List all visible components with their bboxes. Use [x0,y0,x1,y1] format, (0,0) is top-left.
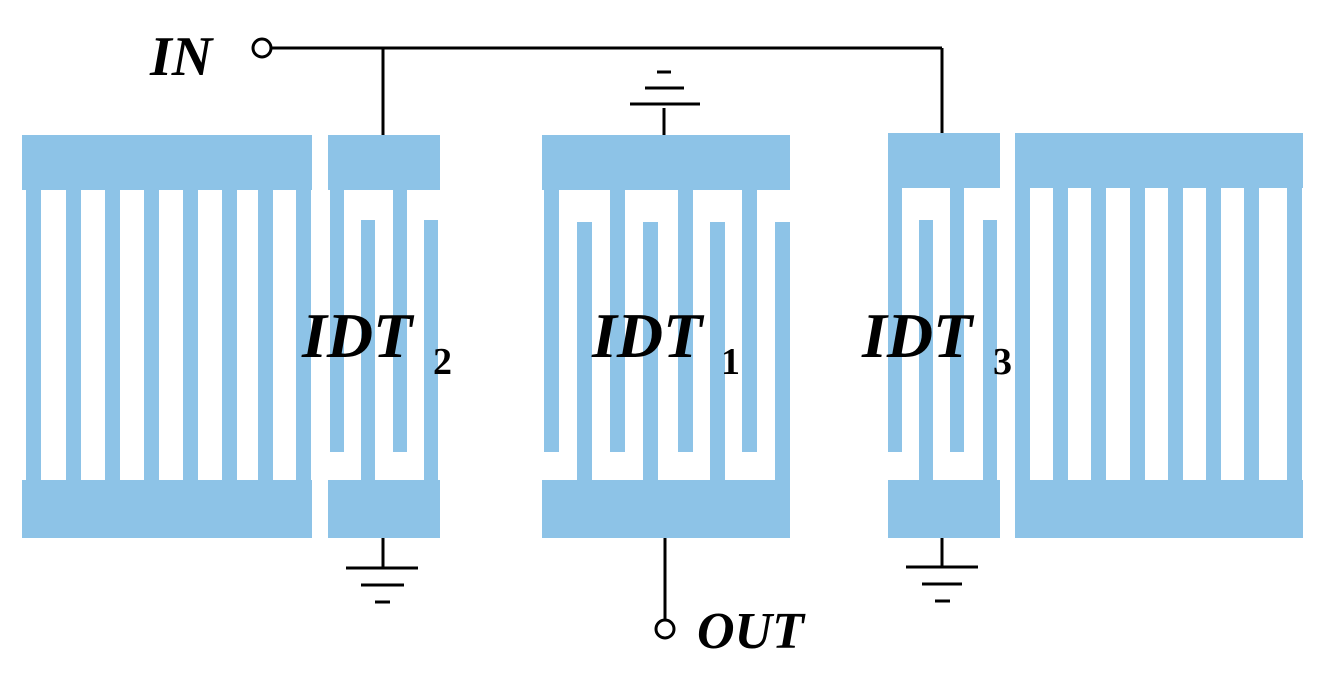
idt-center [542,135,790,538]
input-wiring [272,46,944,135]
ground-symbol-idt-center [630,70,700,135]
reflector-right [1015,133,1303,538]
output-label: OUT [697,603,806,660]
idt-label-left-name: IDT [301,300,415,371]
idt-label-center-name: IDT [591,300,705,371]
reflector-left [22,135,312,538]
idt-label-center: IDT 1 [591,300,740,383]
input-label: IN [149,26,215,88]
idt-label-right-name: IDT [861,300,975,371]
ground-symbol-idt-right [906,538,978,603]
input-terminal[interactable] [251,37,273,59]
idt-left [328,135,440,538]
idt-label-left-subscript: 2 [433,341,452,383]
ground-symbol-idt-left [346,538,418,604]
idt-label-right-subscript: 3 [993,341,1012,383]
output-terminal[interactable] [654,618,676,640]
idt-label-right: IDT 3 [861,300,1012,383]
idt-label-left: IDT 2 [301,300,452,383]
idt-right [888,133,1000,538]
idt-label-center-subscript: 1 [721,341,740,383]
